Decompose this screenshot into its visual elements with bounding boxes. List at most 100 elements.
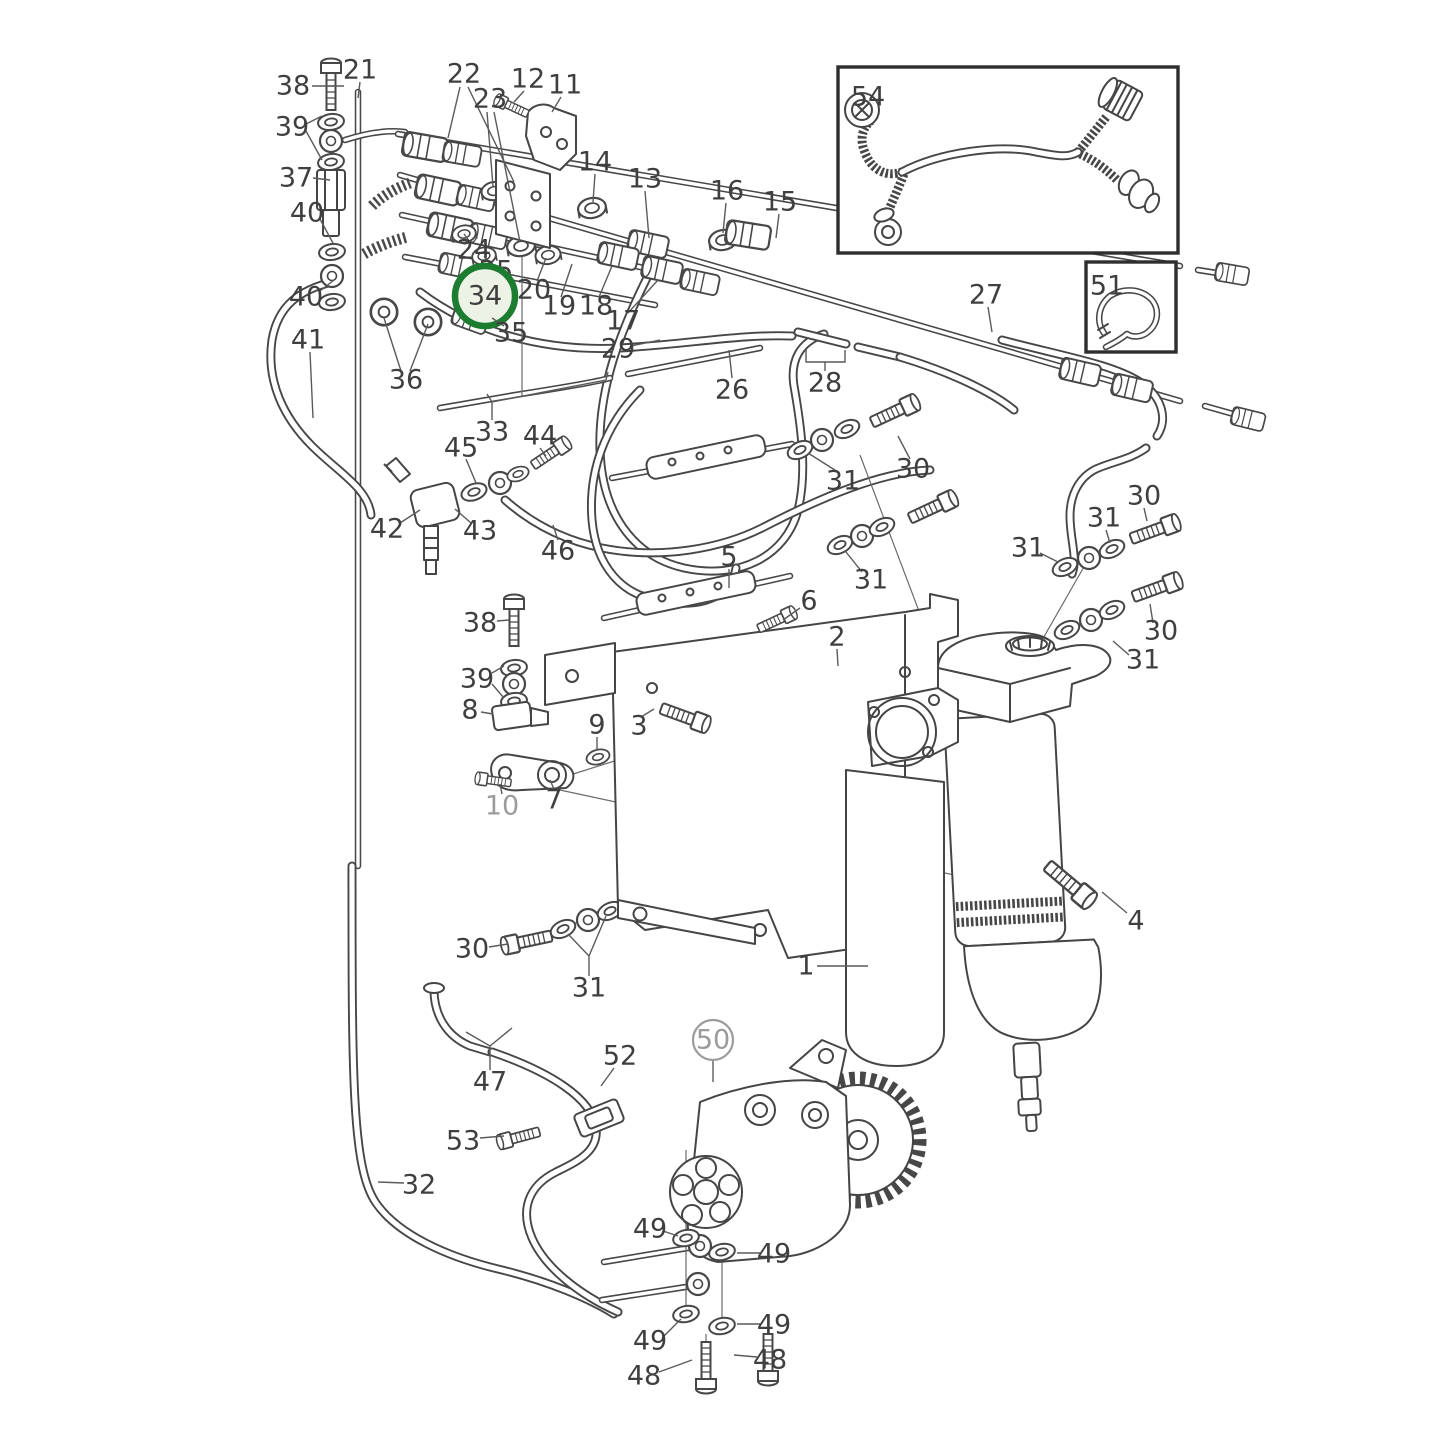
part-number-text: 32 (402, 1170, 436, 1201)
part-number-text: 10 (485, 791, 519, 822)
part-number-text: 48 (627, 1361, 661, 1392)
reservoir-edges (937, 667, 1071, 723)
fitting (1109, 372, 1155, 404)
bracket-11 (525, 103, 577, 171)
clip-end (1097, 323, 1111, 339)
leader-line (454, 508, 472, 524)
standoff-37-stem (322, 209, 340, 237)
part-number-text: 31 (1087, 503, 1121, 534)
bracket-hole (540, 126, 552, 138)
leader-line (1105, 529, 1111, 544)
part-label-48: 48 (627, 1359, 693, 1392)
part-label-2: 2 (828, 622, 846, 667)
bolt-38 (320, 57, 342, 111)
valve-8 (491, 700, 533, 732)
part-number-text: 6 (800, 586, 817, 617)
part-number-text: 54 (851, 82, 885, 113)
part-number-text: 13 (628, 164, 662, 195)
leader-line (775, 213, 780, 239)
leader-line (383, 317, 402, 372)
part-label-38: 38 (276, 71, 344, 102)
part-label-40: 40 (290, 198, 335, 246)
head-flange-inner (875, 705, 929, 759)
washer-31 (1095, 535, 1129, 563)
part-label-54: 54 (851, 82, 885, 113)
leader-line (987, 306, 993, 333)
part-number-text: 39 (275, 112, 309, 143)
part-number-text: 31 (572, 973, 606, 1004)
part-label-9: 9 (588, 710, 606, 750)
leader-line (496, 619, 510, 622)
pump-port (801, 1101, 829, 1129)
plate-hole (530, 190, 542, 202)
leader-line (488, 943, 509, 948)
part-number-text: 24 (457, 235, 491, 266)
bolt-30 (904, 487, 962, 528)
leader-line (549, 779, 555, 790)
part-label-30: 30 (896, 435, 930, 485)
part-label-44: 44 (523, 421, 557, 457)
part-number-text: 33 (475, 417, 509, 448)
part-label-13: 13 (628, 164, 662, 239)
banjo-31 (1078, 607, 1104, 633)
bolt-48 (695, 1341, 717, 1395)
part-label-27: 27 (969, 280, 1003, 333)
gear-pump-assembly (669, 1039, 927, 1395)
washer-39 (316, 151, 346, 173)
part-label-8: 8 (461, 695, 494, 726)
leader-line (836, 648, 839, 667)
clamp-52 (573, 1098, 625, 1138)
part-label-34: 34 (451, 262, 519, 330)
leader-line (662, 1318, 682, 1338)
part-number-text: 40 (289, 282, 323, 313)
part-label-31: 31 (1112, 640, 1160, 676)
bolt-30 (1129, 569, 1186, 607)
part-label-49: 49 (737, 1310, 791, 1341)
leader-line (319, 279, 335, 292)
leader-line (807, 452, 839, 473)
valve-8-tip (530, 707, 549, 727)
part-number-text: 21 (343, 55, 377, 86)
part-label-5: 5 (720, 542, 738, 588)
part-number-text: 34 (468, 281, 502, 312)
part-number-text: 37 (279, 163, 313, 194)
mounting-plate-and-bracket (491, 92, 577, 249)
part-labels-layer: 3821393740404122231211141316152425201918… (275, 55, 1178, 1392)
part-number-text: 39 (460, 664, 494, 695)
washer-40 (317, 241, 347, 263)
clamp-52-inner (584, 1106, 614, 1130)
washer-31 (830, 415, 864, 443)
part-number-text: 48 (753, 1345, 787, 1376)
pump-port (744, 1094, 776, 1126)
part-number-text: 30 (455, 934, 489, 965)
banjo-49 (685, 1271, 711, 1297)
hose-47-hardware (423, 982, 625, 1152)
part-number-text: 38 (463, 608, 497, 639)
part-label-18: 18 (579, 265, 613, 322)
leader-line (377, 1181, 405, 1184)
part-label-7: 7 (545, 779, 563, 816)
part-label-15: 15 (763, 187, 797, 239)
elbow-36 (369, 297, 399, 327)
leader-line (552, 524, 559, 541)
reservoir (937, 631, 1112, 723)
part-label-50: 50 (691, 1018, 735, 1082)
leader-line (479, 1135, 505, 1139)
fitting-stack-left (316, 57, 347, 313)
leader-line (309, 351, 314, 419)
part-number-text: 26 (715, 375, 749, 406)
part-number-text: 31 (1011, 533, 1045, 564)
drain-nut (1017, 1097, 1042, 1117)
tee-fitting-group (383, 433, 575, 575)
leader-line (465, 458, 477, 484)
part-label-4: 4 (1101, 891, 1145, 937)
part-number-text: 27 (969, 280, 1003, 311)
arm-hole (818, 1048, 834, 1064)
part-number-text: 46 (541, 536, 575, 567)
nut-14 (575, 194, 609, 222)
leader-line (658, 1359, 693, 1373)
washer-9 (583, 746, 613, 768)
part-label-22: 22 (447, 59, 515, 183)
part-label-42: 42 (370, 509, 421, 545)
